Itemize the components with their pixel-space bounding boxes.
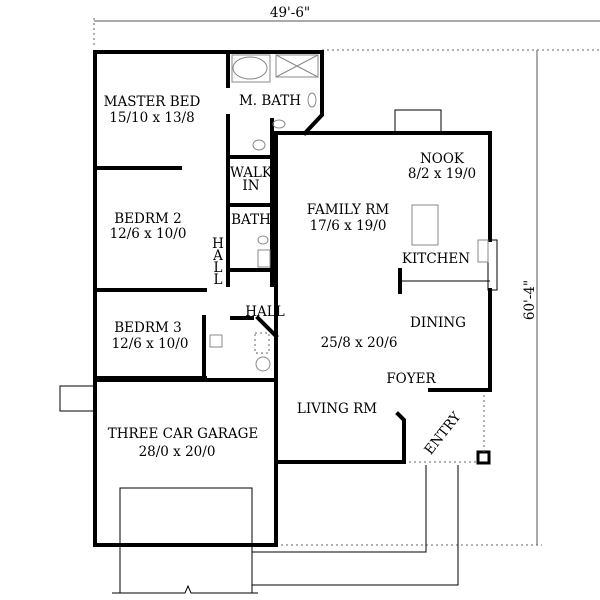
master-bath-label: M. BATH: [239, 93, 301, 109]
living-dining-size: 25/8 x 20/6: [321, 335, 398, 351]
bedrm3-size: 12/6 x 10/0: [112, 336, 189, 352]
fixtures: [209, 54, 489, 372]
garage-size: 28/0 x 20/0: [139, 444, 216, 460]
hall-vertical-l2: L: [214, 272, 223, 288]
kitchen-label: KITCHEN: [402, 251, 470, 267]
living-rm-label: LIVING RM: [297, 401, 377, 417]
dimension-lines: [93, 18, 600, 546]
walk-in-label-1: WALK: [230, 165, 273, 181]
bedrm3-label: BEDRM 3: [114, 320, 181, 336]
width-dimension: 49'-6": [270, 5, 310, 21]
hall-label: HALL: [245, 304, 284, 320]
hall-vertical-h: H: [212, 236, 224, 252]
depth-dimension: 60'-4": [522, 280, 538, 320]
nook-label: NOOK: [420, 151, 465, 167]
garage-label: THREE CAR GARAGE: [108, 426, 259, 442]
interior-walls: [93, 50, 490, 380]
master-bed-label: MASTER BED: [104, 94, 201, 110]
bedrm2-size: 12/6 x 10/0: [110, 226, 187, 242]
master-bed-size: 15/10 x 13/8: [109, 110, 194, 126]
entry-label: ENTRY: [421, 408, 465, 458]
bath-label: BATH: [231, 212, 271, 228]
dining-label: DINING: [410, 315, 466, 331]
family-rm-size: 17/6 x 19/0: [310, 218, 387, 234]
family-rm-label: FAMILY RM: [307, 202, 390, 218]
nook-size: 8/2 x 19/0: [408, 166, 476, 182]
bedrm2-label: BEDRM 2: [114, 211, 181, 227]
walk-in-label-2: IN: [242, 178, 259, 194]
hall-vertical-l1: L: [214, 260, 223, 276]
driveway: [59, 385, 459, 594]
exterior-walls: [93, 50, 498, 547]
foyer-label: FOYER: [386, 371, 436, 387]
hall-vertical-a: A: [212, 248, 223, 264]
